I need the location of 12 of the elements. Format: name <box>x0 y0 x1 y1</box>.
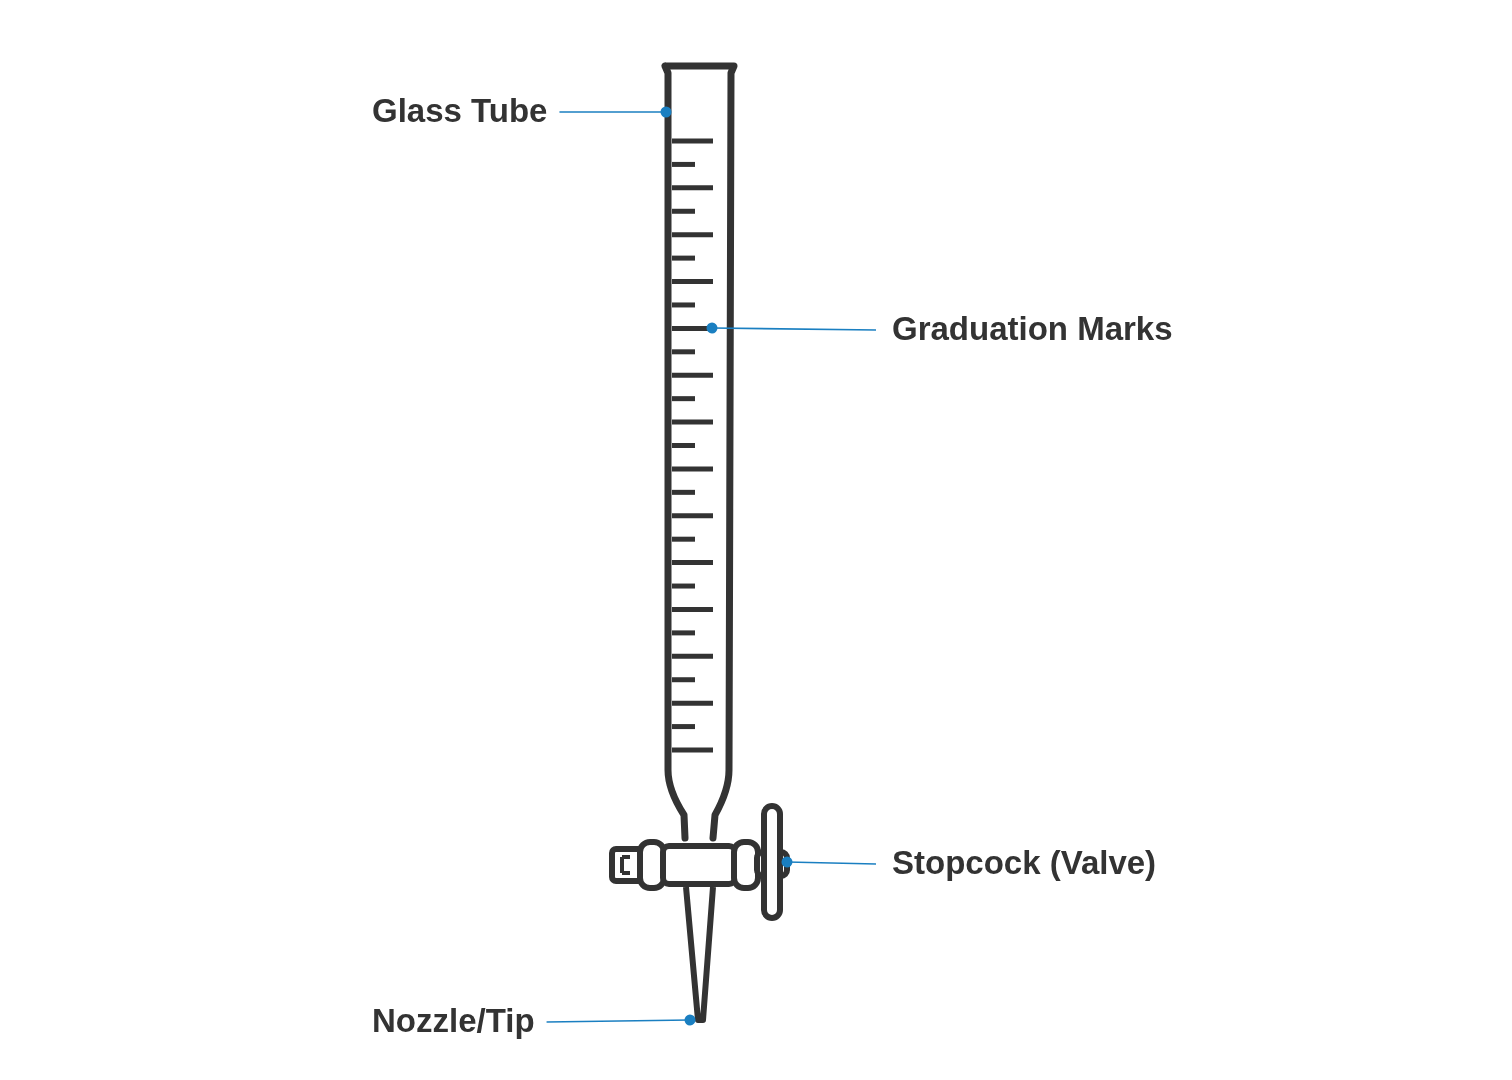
nozzle-tip-drawing <box>683 886 716 1023</box>
stopcock-drawing <box>609 803 790 921</box>
part-label: Graduation Marks <box>892 311 1173 345</box>
leader-line <box>558 106 672 118</box>
leader-line <box>706 322 877 334</box>
graduation-marks-drawing <box>672 138 713 753</box>
part-label: Stopcock (Valve) <box>892 845 1157 879</box>
leader-line <box>781 856 877 868</box>
glass-tube-drawing <box>661 62 738 842</box>
part-label: Glass Tube <box>372 93 548 127</box>
leader-line <box>545 1014 696 1026</box>
part-label: Nozzle/Tip <box>372 1003 535 1037</box>
